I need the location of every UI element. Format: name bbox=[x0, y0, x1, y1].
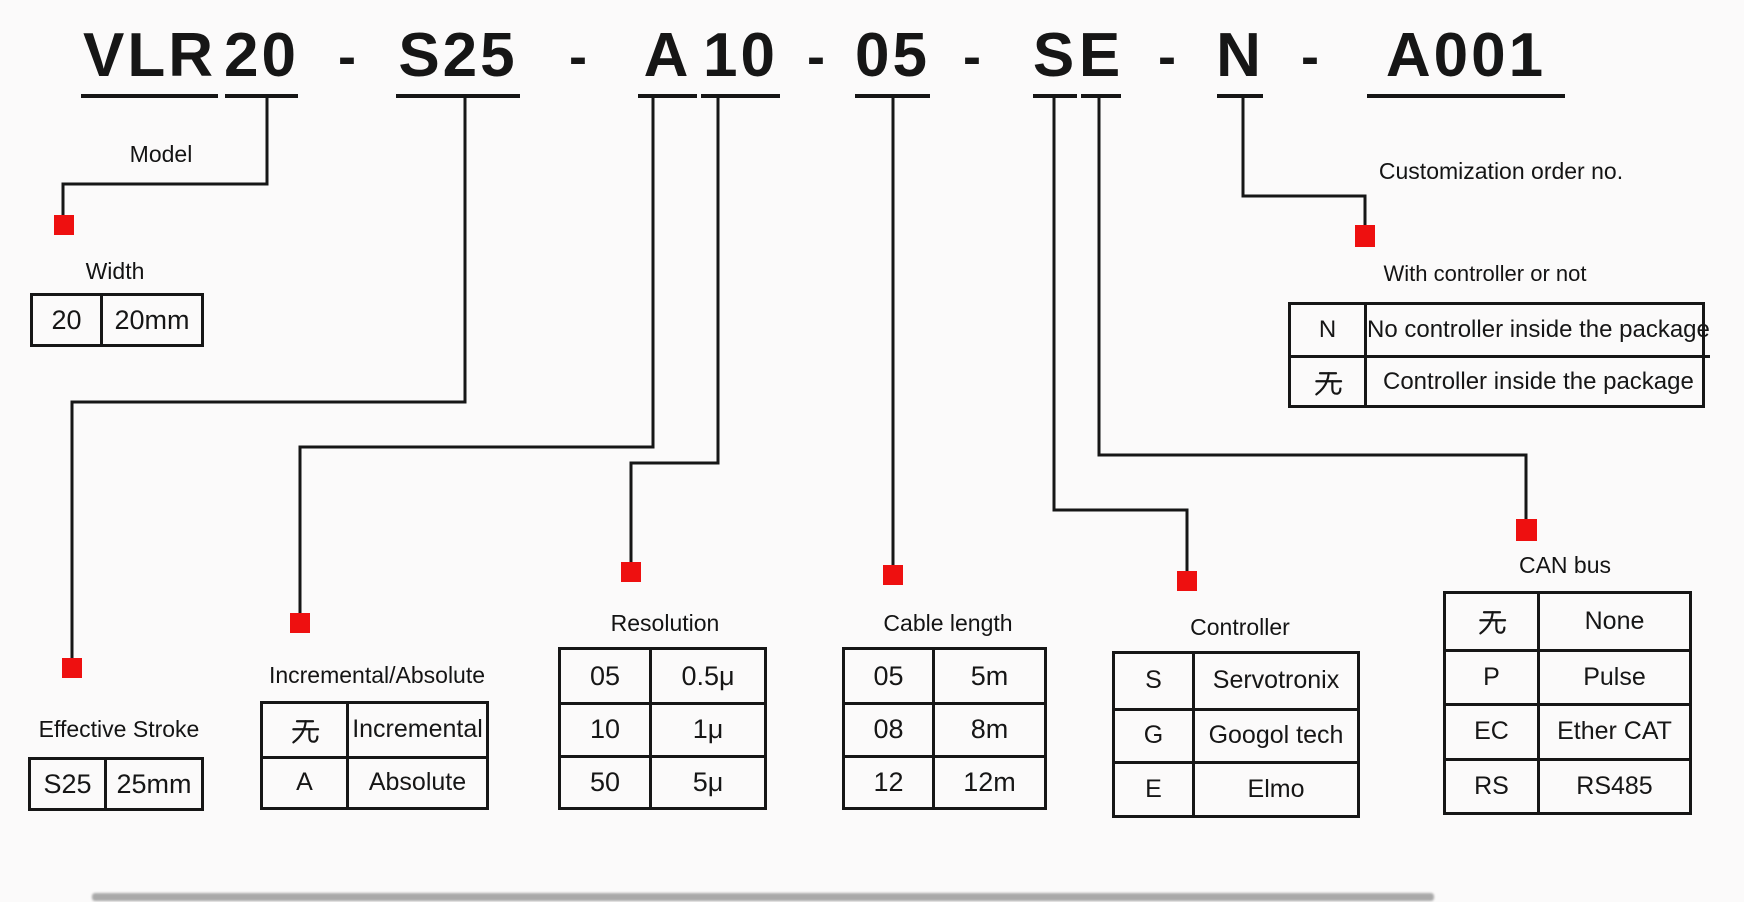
code-segment-bus: E bbox=[1079, 16, 1121, 98]
table-with-controller: N No controller inside the package Contr… bbox=[1288, 302, 1710, 408]
table-width: 20 20mm bbox=[30, 293, 204, 347]
code-segment-encoder: A bbox=[638, 16, 697, 98]
table-cell: 8m bbox=[932, 702, 1044, 755]
code-dash: - bbox=[1158, 27, 1176, 87]
table-controller: S Servotronix G Googol tech E Elmo bbox=[1112, 651, 1360, 818]
table-cell: Ether CAT bbox=[1537, 703, 1689, 758]
table-cell: No controller inside the package bbox=[1364, 305, 1710, 355]
code-dash: - bbox=[569, 27, 587, 87]
table-cell: Servotronix bbox=[1192, 654, 1357, 708]
marker-controller bbox=[1177, 571, 1197, 591]
table-cell: A bbox=[263, 755, 346, 808]
wire-controller bbox=[1052, 98, 1189, 572]
table-cell: 1μ bbox=[649, 702, 764, 755]
marker-can-bus bbox=[1516, 519, 1537, 541]
table-cell: E bbox=[1115, 761, 1192, 815]
table-cell: 12m bbox=[932, 754, 1044, 807]
table-cell: RS bbox=[1446, 757, 1537, 813]
table-cell: Elmo bbox=[1192, 761, 1357, 815]
table-cell: Incremental bbox=[346, 704, 486, 756]
table-cell: S25 bbox=[43, 768, 92, 799]
code-segment-order: A001 bbox=[1367, 16, 1565, 98]
code-segment-series: VLR bbox=[81, 16, 218, 98]
label-effective-stroke: Effective Stroke bbox=[38, 716, 200, 742]
table-cell bbox=[1291, 355, 1364, 405]
code-segment-controller: S bbox=[1033, 16, 1077, 98]
table-cell bbox=[263, 704, 346, 756]
table-cell: 05 bbox=[873, 660, 904, 691]
table-cable-length: 05 5m 08 8m 12 12m bbox=[842, 647, 1047, 810]
label-controller: Controller bbox=[1190, 614, 1290, 640]
table-resolution: 05 0.5μ 10 1μ 50 5μ bbox=[558, 647, 767, 810]
code-dash: - bbox=[338, 27, 356, 87]
marker-effective-stroke bbox=[62, 658, 82, 678]
label-can-bus: CAN bus bbox=[1518, 552, 1612, 578]
table-can-bus: None P Pulse EC Ether CAT RS RS485 bbox=[1443, 591, 1692, 815]
table-cell: None bbox=[1537, 594, 1689, 649]
table-cell: G bbox=[1115, 707, 1192, 762]
table-cell: EC bbox=[1446, 703, 1537, 758]
table-cell: Googol tech bbox=[1192, 707, 1357, 762]
label-width: Width bbox=[85, 258, 145, 284]
label-customization-order: Customization order no. bbox=[1378, 158, 1624, 184]
table-cell bbox=[1446, 594, 1537, 649]
table-cell: 25mm bbox=[104, 760, 201, 808]
table-cell: 05 bbox=[589, 660, 621, 691]
table-cell: 5m bbox=[932, 650, 1044, 703]
code-segment-with-controller: N bbox=[1216, 16, 1263, 98]
wire-model bbox=[61, 98, 269, 216]
table-cell: 20 bbox=[51, 304, 82, 335]
table-incremental-absolute: Incremental A Absolute bbox=[260, 701, 489, 810]
code-dash: - bbox=[963, 27, 981, 87]
code-dash: - bbox=[807, 27, 825, 87]
table-cell: 08 bbox=[845, 702, 932, 754]
code-segment-width: 20 bbox=[224, 16, 298, 98]
table-effective-stroke: S25 25mm bbox=[28, 757, 204, 811]
label-model: Model bbox=[129, 141, 193, 167]
table-cell: Controller inside the package bbox=[1364, 355, 1710, 405]
wire-can-bus bbox=[1097, 98, 1528, 520]
wire-incremental-absolute bbox=[298, 98, 655, 614]
marker-cable-length bbox=[883, 565, 903, 585]
table-cell: 10 bbox=[561, 702, 649, 754]
table-cell: 50 bbox=[561, 754, 649, 807]
table-cell: 5μ bbox=[649, 754, 764, 807]
table-cell: 20mm bbox=[100, 296, 201, 344]
table-cell: Pulse bbox=[1537, 648, 1689, 703]
marker-resolution bbox=[621, 562, 641, 582]
table-cell: S bbox=[1145, 666, 1162, 695]
marker-incremental-absolute bbox=[290, 613, 310, 633]
table-cell: 0.5μ bbox=[649, 650, 764, 703]
label-incremental-absolute: Incremental/Absolute bbox=[268, 662, 486, 688]
table-cell: Absolute bbox=[346, 755, 486, 807]
wire-with-controller bbox=[1241, 98, 1367, 226]
label-with-controller: With controller or not bbox=[1383, 261, 1587, 286]
wu-character-glyph bbox=[1478, 611, 1506, 635]
label-cable-length: Cable length bbox=[883, 610, 1013, 636]
code-dash: - bbox=[1301, 27, 1319, 87]
table-cell: N bbox=[1318, 316, 1337, 343]
code-segment-resolution: 10 bbox=[701, 16, 780, 98]
wire-resolution bbox=[629, 98, 720, 563]
bottom-divider bbox=[92, 893, 1434, 901]
marker-model bbox=[54, 215, 74, 235]
code-segment-stroke: S25 bbox=[396, 16, 520, 98]
wu-character-glyph bbox=[291, 719, 319, 744]
table-cell: P bbox=[1446, 648, 1537, 704]
marker-with-controller bbox=[1355, 225, 1375, 247]
table-cell: RS485 bbox=[1537, 757, 1689, 812]
wire-effective-stroke bbox=[70, 98, 467, 659]
code-segment-cable: 05 bbox=[855, 16, 930, 98]
table-cell: 12 bbox=[845, 754, 932, 807]
label-resolution: Resolution bbox=[610, 610, 720, 636]
wu-character-glyph bbox=[1314, 371, 1342, 395]
